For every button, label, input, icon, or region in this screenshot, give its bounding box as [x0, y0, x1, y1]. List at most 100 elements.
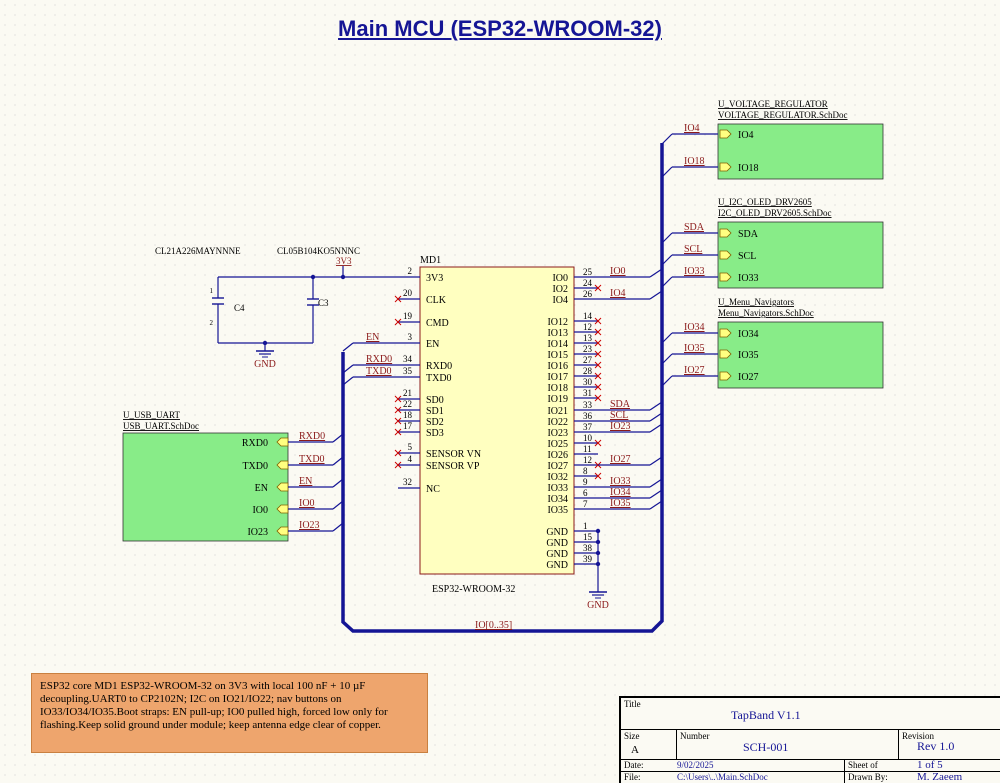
mcu-right-pin-number: 33 — [583, 400, 593, 410]
net-vreg-io18-entry — [661, 166, 673, 178]
net-txd0-entry — [342, 376, 354, 386]
io-bus — [341, 143, 664, 633]
mcu-right-nc-mark — [594, 317, 602, 325]
net-nav-io27-label: IO27 — [684, 365, 705, 376]
sheet-vreg-body — [717, 123, 884, 180]
c4-designator: C4 — [234, 303, 245, 313]
mcu-right-pin-number: 25 — [583, 267, 593, 277]
sheet-i2c-port-label: SCL — [738, 251, 756, 262]
tb-file-label: File: — [624, 772, 641, 782]
sheet-nav-port-label: IO34 — [738, 329, 759, 340]
sheet-i2c-port — [719, 228, 732, 238]
sheet-i2c-file: I2C_OLED_DRV2605.SchDoc — [718, 208, 832, 218]
net-io33-entry — [649, 478, 663, 488]
mcu-left-nc-mark — [394, 461, 402, 469]
mcu-left-pin-name: SD1 — [426, 406, 444, 417]
mcu-left-pin-number: 20 — [403, 288, 413, 298]
tb-number-label: Number — [680, 731, 710, 741]
mcu-right-pin-name: IO26 — [547, 450, 568, 461]
sheet-uart-port — [276, 504, 289, 514]
mcu-left-pin-name: SENSOR VP — [426, 461, 480, 472]
sheet-i2c-port — [719, 272, 732, 282]
tb-drawn-cell: Drawn By: M. Zaeem — [844, 771, 1000, 783]
mcu-right-pin-number: 12 — [583, 455, 592, 465]
net-sda-entry — [649, 401, 663, 411]
net-uart-label: IO23 — [299, 520, 320, 531]
net-uart-label: EN — [299, 476, 312, 487]
mcu-left-pin-name: SD0 — [426, 395, 444, 406]
mcu-right-pin-number: 10 — [583, 433, 593, 443]
mcu-left-pin-number: 3 — [408, 332, 413, 342]
no-connect-stroke — [394, 406, 402, 414]
net-vreg-io18-label: IO18 — [684, 156, 705, 167]
mcu-left-pin-number: 35 — [403, 366, 413, 376]
mcu-left-pin-number: 22 — [403, 399, 412, 409]
no-connect-stroke — [594, 394, 602, 402]
mcu-right-pin-name: IO2 — [552, 284, 568, 295]
sheet-nav-file: Menu_Navigators.SchDoc — [718, 308, 814, 318]
mcu-right-pin-number: 27 — [583, 355, 593, 365]
bus-label: IO[0..35] — [475, 620, 512, 631]
mcu-right-nc-mark — [594, 383, 602, 391]
mcu-right-pin-number: 36 — [583, 411, 593, 421]
mcu-right-pin-number: 30 — [583, 377, 593, 387]
net-uart-entry — [332, 500, 344, 510]
net-uart-entry — [332, 433, 344, 443]
mcu-left-pin-number: 18 — [403, 410, 413, 420]
net-io23-label: IO23 — [610, 421, 631, 432]
c3-part-number: CL05B104KO5NNNC — [277, 246, 360, 256]
c4-pin1: 1 — [210, 287, 214, 295]
mcu-left-nc-mark — [394, 395, 402, 403]
mcu-right-pin-number: 37 — [583, 422, 593, 432]
mcu-right-pin-number: 11 — [583, 444, 592, 454]
mcu-left-nc-mark — [394, 417, 402, 425]
net-io27-label: IO27 — [610, 454, 631, 465]
mcu-right-pin-name: IO19 — [547, 394, 568, 405]
sheet-uart-port — [276, 482, 289, 492]
tb-revision-label: Revision — [902, 731, 935, 741]
no-connect-stroke — [594, 439, 602, 447]
net-txd0-label: TXD0 — [366, 366, 392, 377]
mcu-right-pin-number: 26 — [583, 289, 593, 299]
mcu-right-nc-mark — [594, 350, 602, 358]
sheet-uart-port — [276, 460, 289, 470]
tb-revision-value: Rev 1.0 — [917, 739, 955, 753]
mcu-gnd-junction — [595, 539, 601, 545]
tb-date-label: Date: — [624, 760, 644, 770]
mcu-left-nc-mark — [394, 428, 402, 436]
no-connect-stroke — [394, 417, 402, 425]
tb-date-cell: Date: 9/02/2025 — [620, 759, 844, 771]
mcu-right-pin-number: 6 — [583, 488, 588, 498]
no-connect-stroke — [394, 461, 402, 469]
tb-title-cell: Title TapBand V1.1 — [620, 697, 1000, 729]
mcu-left-pin-name: CLK — [426, 295, 447, 306]
sheet-uart-port-label: IO23 — [247, 527, 268, 538]
mcu-right-pin-number: 28 — [583, 366, 593, 376]
net-i2c-io33-entry — [661, 276, 673, 288]
mcu-left-pin-name: SD3 — [426, 428, 444, 439]
no-connect-stroke — [594, 472, 602, 480]
tb-revision-cell: Revision Rev 1.0 — [898, 729, 1000, 759]
net-uart-entry — [332, 522, 344, 532]
rail-3v3-junction — [340, 274, 346, 280]
mcu-part-label: ESP32-WROOM-32 — [432, 584, 515, 595]
mcu-right-pin-name: IO0 — [552, 273, 568, 284]
net-uart-label: RXD0 — [299, 431, 325, 442]
tb-title-value: TapBand V1.1 — [731, 708, 801, 722]
net-io0-label: IO0 — [610, 266, 626, 277]
tb-number-value: SCH-001 — [743, 740, 789, 754]
mcu-left-pin-name: 3V3 — [426, 273, 443, 284]
mcu-left-nc-mark — [394, 406, 402, 414]
no-connect-stroke — [594, 317, 602, 325]
net-nav-io35-label: IO35 — [684, 343, 705, 354]
no-connect-stroke — [594, 350, 602, 358]
tb-drawn-label: Drawn By: — [848, 772, 888, 782]
mcu-right-pin-name: IO35 — [547, 505, 568, 516]
sheet-vreg-port-label: IO18 — [738, 163, 759, 174]
mcu-right-pin-number: 7 — [583, 499, 588, 509]
net-io4-label: IO4 — [610, 288, 626, 299]
net-nav-io34-entry — [661, 332, 673, 344]
sheet-uart-port-label: IO0 — [252, 505, 268, 516]
c4-pin2: 2 — [210, 319, 214, 327]
sheet-i2c-port-label: IO33 — [738, 273, 759, 284]
